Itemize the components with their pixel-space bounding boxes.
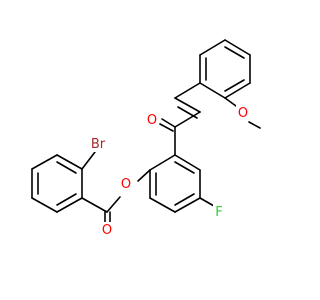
bromine-atom-label: Br xyxy=(91,137,106,152)
o-ketone-label-bg xyxy=(145,112,159,128)
structure-diagram: Br O O O O F xyxy=(31,39,261,238)
ketone-alkene-bond xyxy=(174,111,201,128)
c-br-bond xyxy=(81,151,96,170)
f-label-bg xyxy=(213,204,225,220)
c-f-bond xyxy=(199,197,215,207)
br-label-bg xyxy=(87,136,109,152)
ester-carbonyl-oxygen-label: O xyxy=(102,223,112,238)
ester-c-o-bond xyxy=(106,196,121,213)
o-carbonyl-label-bg xyxy=(100,222,114,238)
ester-oxygen-label: O xyxy=(121,177,131,192)
ketone-oxygen-label: O xyxy=(147,113,157,128)
aryl-methoxy-bond xyxy=(224,97,237,107)
methoxy-oxygen-label: O xyxy=(238,106,248,121)
bonds xyxy=(31,39,261,228)
fluorophenyl-ring xyxy=(149,154,201,213)
bromobenzene-ring xyxy=(31,154,83,213)
molecule-canvas: Br O O O O F xyxy=(31,39,261,238)
alkene-double-2 xyxy=(177,106,198,119)
fluorine-atom-label: F xyxy=(215,205,222,220)
alkene-double-1 xyxy=(174,97,201,113)
atom-labels: Br O O O O F xyxy=(87,105,250,238)
alkene-aryl-bond xyxy=(174,82,201,99)
ring-ester-bond xyxy=(81,197,108,213)
methoxy-ch3-bond xyxy=(248,121,261,129)
o-methoxy-label-bg xyxy=(236,105,250,121)
ketone-co-double-2 xyxy=(159,123,174,132)
o-aryl-bond xyxy=(137,169,151,182)
methoxyphenyl-ring xyxy=(199,39,251,99)
ketone-co-double-1 xyxy=(161,118,176,128)
o-ester-label-bg xyxy=(119,176,133,192)
